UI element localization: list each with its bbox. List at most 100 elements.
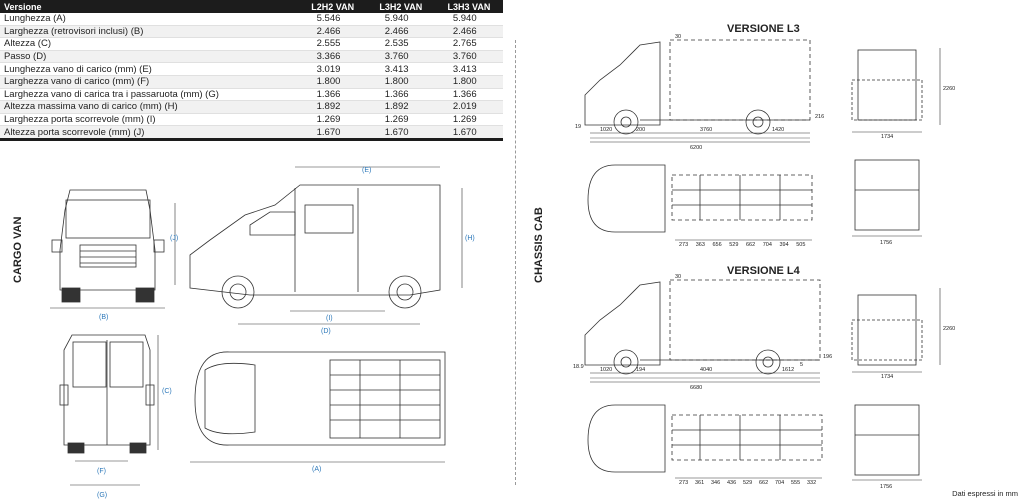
- l4-side-view: [584, 279, 821, 379]
- col-header: L2H2 VAN: [298, 0, 367, 13]
- frame-segment-label: 662: [759, 480, 768, 486]
- table-row: Larghezza vano di carica tra i passaruot…: [0, 88, 503, 102]
- versione-l4-title: VERSIONE L4: [727, 265, 800, 277]
- row-label: Larghezza (retrovisori inclusi) (B): [0, 25, 299, 39]
- l4-chassis-top-view: [587, 404, 823, 473]
- row-value: 1.800: [366, 75, 435, 89]
- versione-l3-title: VERSIONE L3: [727, 23, 800, 35]
- units-note: Dati espressi in mm: [952, 489, 1018, 498]
- table-header-row: Versione L2H2 VAN L3H2 VAN L3H3 VAN: [0, 0, 503, 13]
- l3-dim-rear: 1420: [772, 127, 784, 133]
- l4-dim-width: 1734: [881, 374, 893, 380]
- frame-segment-label: 361: [695, 480, 704, 486]
- l4-dim-left: 18.9: [573, 364, 584, 370]
- row-value: 1.892: [366, 100, 435, 114]
- l4-dim-height: 2260: [943, 326, 955, 332]
- row-value: 1.892: [298, 100, 367, 114]
- l3-dim-top: 30: [675, 34, 681, 40]
- col-header: L3H3 VAN: [434, 0, 503, 13]
- frame-segment-label: 346: [711, 480, 720, 486]
- l4-dim-wheelbase: 4040: [700, 367, 712, 373]
- row-value: 2.466: [298, 25, 367, 39]
- l4-front-view: [851, 294, 923, 366]
- dim-f-label: (F): [97, 468, 106, 475]
- l3-dim-left: 19: [575, 124, 581, 130]
- l4-dim-top: 30: [675, 274, 681, 280]
- row-value: 5.940: [366, 13, 435, 26]
- row-label: Larghezza porta scorrevole (mm) (I): [0, 113, 299, 127]
- row-value: 1.366: [298, 88, 367, 102]
- l3-dim-front: 1020: [600, 127, 612, 133]
- frame-segment-label: 363: [696, 242, 705, 248]
- row-value: 1.800: [434, 75, 503, 89]
- frame-segment-label: 332: [807, 480, 816, 486]
- l4-dim-rear: 1612: [782, 367, 794, 373]
- l3-dim-rear-width: 1756: [880, 240, 892, 246]
- row-value: 3.019: [298, 62, 367, 76]
- l4-dim-total: 6680: [690, 385, 702, 391]
- table-row: Altezza massima vano di carico (mm) (H)1…: [0, 100, 503, 114]
- frame-segment-label: 273: [679, 242, 688, 248]
- l3-side-view: [584, 39, 811, 139]
- row-value: 1.269: [366, 113, 435, 127]
- row-value: 1.800: [298, 75, 367, 89]
- van-front-view: [51, 189, 165, 303]
- dim-d-label: (D): [321, 328, 331, 335]
- dim-j-label: (J): [170, 235, 178, 242]
- van-top-view: [194, 351, 446, 446]
- row-value: 1.670: [298, 125, 367, 141]
- table-row: Larghezza (retrovisori inclusi) (B)2.466…: [0, 25, 503, 39]
- l4-dim-rear-width: 1756: [880, 484, 892, 490]
- frame-segment-label: 656: [713, 242, 722, 248]
- dim-e-label: (E): [362, 167, 371, 174]
- row-value: 5.940: [434, 13, 503, 26]
- row-value: 1.670: [434, 125, 503, 141]
- row-value: 2.535: [366, 37, 435, 51]
- l4-rear-view: [854, 404, 920, 476]
- l3-dim-height: 2260: [943, 86, 955, 92]
- frame-segment-label: 529: [743, 480, 752, 486]
- row-label: Larghezza vano di carica tra i passaruot…: [0, 88, 299, 102]
- frame-segment-label: 436: [727, 480, 736, 486]
- row-value: 3.366: [298, 50, 367, 64]
- l3-chassis-top-view: [587, 164, 813, 233]
- l4-dim-front: 1020: [600, 367, 612, 373]
- row-value: 2.555: [298, 37, 367, 51]
- l3-front-view: [851, 49, 923, 121]
- l3-dim-axle: 216: [815, 114, 824, 120]
- row-label: Passo (D): [0, 50, 299, 64]
- row-value: 5.546: [298, 13, 367, 26]
- row-value: 2.019: [434, 100, 503, 114]
- row-value: 2.466: [366, 25, 435, 39]
- l3-dim-wheelbase: 3760: [700, 127, 712, 133]
- l3-dim-width: 1734: [881, 134, 893, 140]
- frame-segment-label: 505: [796, 242, 805, 248]
- row-value: 2.466: [434, 25, 503, 39]
- l3-dim-total: 6200: [690, 145, 702, 151]
- frame-segment-label: 662: [746, 242, 755, 248]
- col-header: Versione: [0, 0, 299, 13]
- section-divider: [515, 40, 516, 485]
- row-label: Lunghezza vano di carico (mm) (E): [0, 62, 299, 76]
- dim-i-label: (I): [326, 315, 333, 322]
- row-value: 1.670: [366, 125, 435, 141]
- van-rear-view: [59, 334, 155, 454]
- row-value: 3.413: [434, 62, 503, 76]
- row-value: 1.366: [434, 88, 503, 102]
- row-value: 3.413: [366, 62, 435, 76]
- row-label: Altezza porta scorrevole (mm) (J): [0, 125, 299, 141]
- row-label: Larghezza vano di carico (mm) (F): [0, 75, 299, 89]
- dim-c-label: (C): [162, 388, 172, 395]
- frame-segment-label: 704: [763, 242, 772, 248]
- row-value: 3.760: [434, 50, 503, 64]
- dim-b-label: (B): [99, 314, 108, 321]
- l4-dim-axle: 196: [823, 354, 832, 360]
- dim-g-label: (G): [97, 492, 107, 499]
- frame-segment-label: 529: [729, 242, 738, 248]
